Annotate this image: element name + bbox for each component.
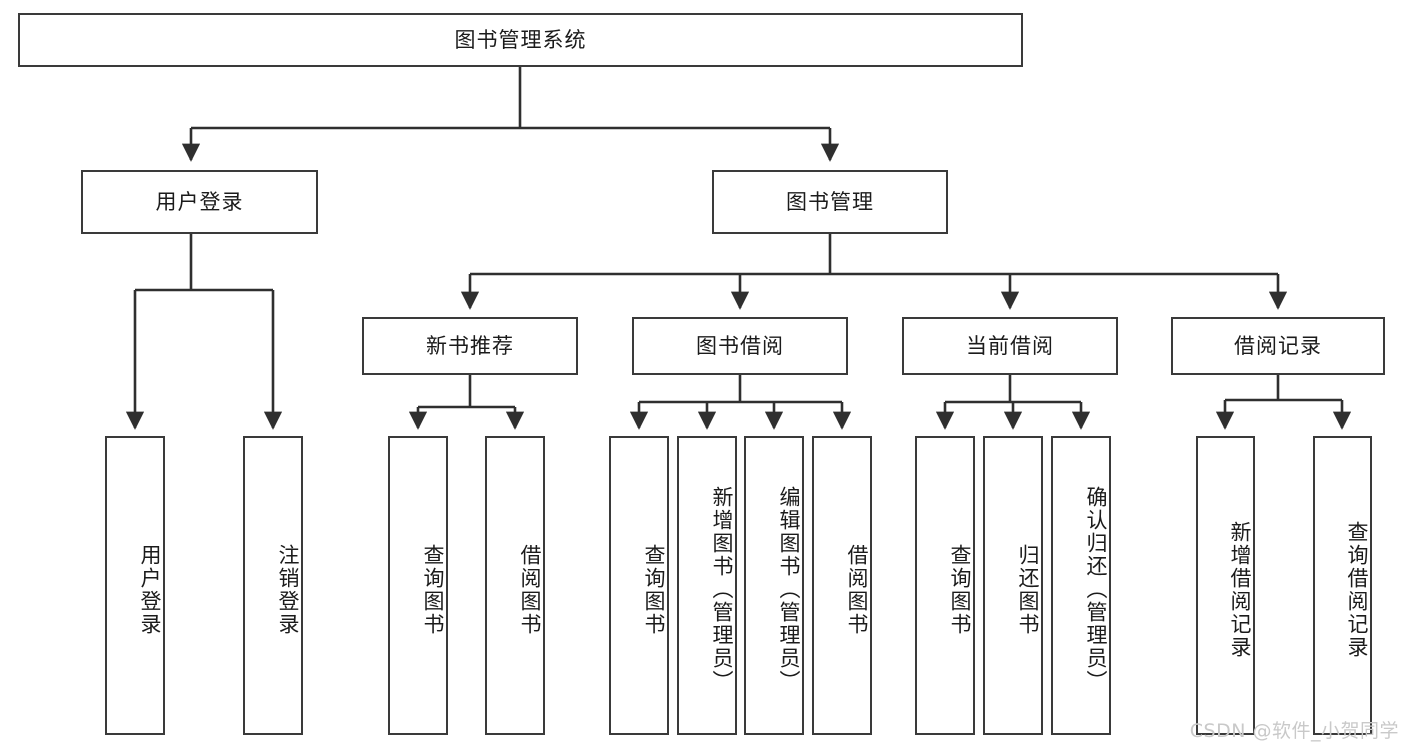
leaf-logout-label: 注销登录 (276, 543, 300, 636)
leaf-logout[interactable]: 注销登录 (243, 436, 303, 735)
node-root-label: 图书管理系统 (454, 27, 587, 52)
leaf-add-record-label: 新增借阅记录 (1228, 520, 1252, 659)
leaf-query-record-label: 查询借阅记录 (1345, 520, 1369, 659)
node-book-manage[interactable]: 图书管理 (712, 170, 948, 234)
leaf-borrow-book-rec[interactable]: 借阅图书 (485, 436, 545, 735)
node-borrow-record[interactable]: 借阅记录 (1171, 317, 1385, 375)
leaf-add-record[interactable]: 新增借阅记录 (1196, 436, 1255, 735)
leaf-query-book-current[interactable]: 查询图书 (915, 436, 975, 735)
leaf-borrow-book[interactable]: 借阅图书 (812, 436, 872, 735)
leaf-query-book-rec[interactable]: 查询图书 (388, 436, 448, 735)
node-book-borrow[interactable]: 图书借阅 (632, 317, 848, 375)
node-new-book-rec[interactable]: 新书推荐 (362, 317, 578, 375)
node-user-login[interactable]: 用户登录 (81, 170, 318, 234)
node-borrow-record-label: 借阅记录 (1234, 333, 1322, 358)
leaf-query-book-rec-label: 查询图书 (421, 543, 445, 636)
leaf-return-book-label: 归还图书 (1016, 543, 1040, 636)
node-user-login-label: 用户登录 (155, 189, 244, 214)
node-new-book-rec-label: 新书推荐 (426, 333, 514, 358)
leaf-query-book-borrow[interactable]: 查询图书 (609, 436, 669, 735)
leaf-edit-book[interactable]: 编辑图书（管理员） (744, 436, 804, 735)
leaf-edit-book-label: 编辑图书（管理员） (777, 486, 801, 693)
leaf-user-login-label: 用户登录 (138, 543, 162, 636)
node-current-borrow[interactable]: 当前借阅 (902, 317, 1118, 375)
node-book-manage-label: 图书管理 (786, 189, 874, 214)
leaf-query-book-current-label: 查询图书 (948, 543, 972, 636)
leaf-query-record[interactable]: 查询借阅记录 (1313, 436, 1372, 735)
leaf-user-login[interactable]: 用户登录 (105, 436, 165, 735)
leaf-add-book-label: 新增图书（管理员） (710, 486, 734, 693)
leaf-confirm-return-label: 确认归还（管理员） (1084, 486, 1108, 693)
node-book-borrow-label: 图书借阅 (696, 333, 784, 358)
leaf-add-book[interactable]: 新增图书（管理员） (677, 436, 737, 735)
leaf-return-book[interactable]: 归还图书 (983, 436, 1043, 735)
node-root[interactable]: 图书管理系统 (18, 13, 1023, 67)
leaf-query-book-borrow-label: 查询图书 (642, 543, 666, 636)
leaf-borrow-book-rec-label: 借阅图书 (518, 543, 542, 636)
leaf-borrow-book-label: 借阅图书 (845, 543, 869, 636)
leaf-confirm-return[interactable]: 确认归还（管理员） (1051, 436, 1111, 735)
node-current-borrow-label: 当前借阅 (966, 333, 1054, 358)
